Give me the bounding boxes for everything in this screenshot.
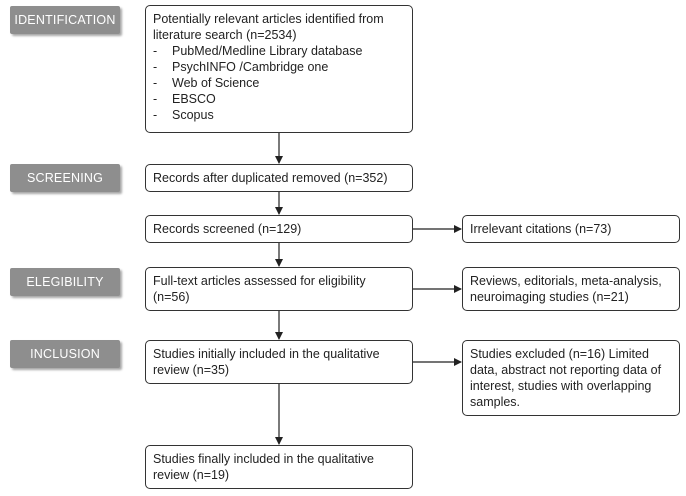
screened-box: Records screened (n=129) [145, 215, 413, 243]
fulltext-box: Full-text articles assessed for eligibil… [145, 267, 413, 311]
studies-excluded-text: Studies excluded (n=16) Limited data, ab… [470, 347, 662, 409]
identified-box: Potentially relevant articles identified… [145, 5, 413, 133]
initially-included-text: Studies initially included in the qualit… [153, 347, 380, 377]
studies-excluded-box: Studies excluded (n=16) Limited data, ab… [462, 340, 680, 416]
irrelevant-text: Irrelevant citations (n=73) [470, 222, 612, 236]
source-item: -Scopus [153, 108, 214, 122]
source-list: -PubMed/Medline Library database -PsychI… [153, 43, 405, 123]
initially-included-box: Studies initially included in the qualit… [145, 340, 413, 384]
source-item: -Web of Science [153, 76, 260, 90]
stage-eligibility: ELEGIBILITY [10, 268, 120, 296]
finally-included-box: Studies finally included in the qualitat… [145, 445, 413, 489]
irrelevant-box: Irrelevant citations (n=73) [462, 215, 680, 243]
source-item: -PsychINFO /Cambridge one [153, 60, 329, 74]
reviews-excluded-text: Reviews, editorials, meta-analysis, neur… [470, 274, 662, 304]
screened-text: Records screened (n=129) [153, 222, 302, 236]
source-item: -EBSCO [153, 92, 216, 106]
reviews-excluded-box: Reviews, editorials, meta-analysis, neur… [462, 267, 680, 311]
deduplicated-text: Records after duplicated removed (n=352) [153, 171, 388, 185]
stage-inclusion: INCLUSION [10, 340, 120, 368]
deduplicated-box: Records after duplicated removed (n=352) [145, 164, 413, 192]
stage-screening: SCREENING [10, 164, 120, 192]
source-item: -PubMed/Medline Library database [153, 44, 363, 58]
fulltext-text: Full-text articles assessed for eligibil… [153, 274, 366, 304]
finally-included-text: Studies finally included in the qualitat… [153, 452, 374, 482]
stage-identification: IDENTIFICATION [10, 6, 120, 34]
identified-text: Potentially relevant articles identified… [153, 12, 384, 42]
